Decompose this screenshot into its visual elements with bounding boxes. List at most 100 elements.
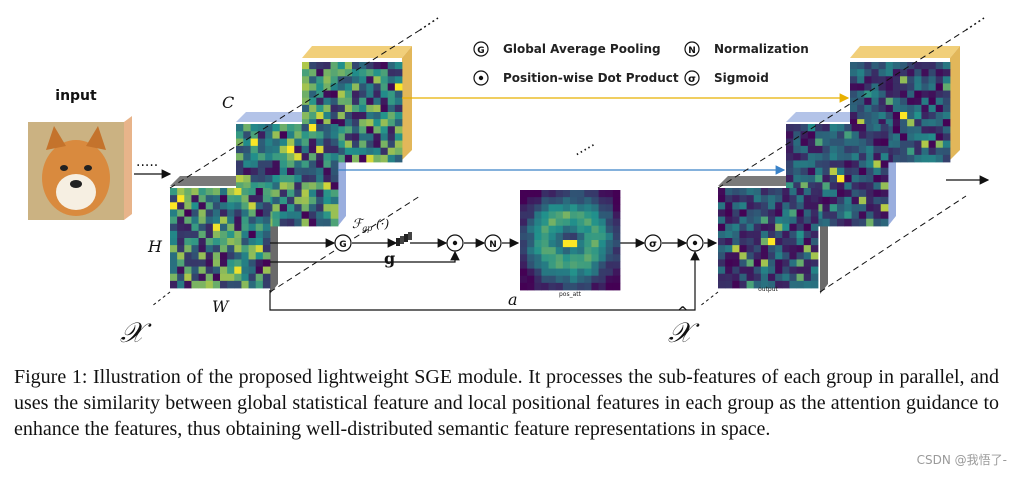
heatmap-cell xyxy=(555,261,564,269)
heatmap-cell xyxy=(605,282,614,291)
heatmap-cell xyxy=(294,153,302,161)
heatmap-cell xyxy=(555,218,564,227)
heatmap-cell xyxy=(520,197,528,205)
heatmap-cell xyxy=(768,188,776,196)
heatmap-cell xyxy=(935,69,944,77)
heatmap-cell xyxy=(873,167,882,176)
heatmap-cell xyxy=(612,232,621,241)
heatmap-cell xyxy=(598,261,607,269)
op-norm: N xyxy=(484,234,502,252)
heatmap-cell xyxy=(815,138,823,147)
heatmap-cell xyxy=(241,273,249,282)
heatmap-cell xyxy=(591,197,599,205)
legend-sigmoid-text: Sigmoid xyxy=(714,71,769,85)
heatmap-cell xyxy=(366,104,374,113)
heatmap-cell xyxy=(914,90,922,99)
heatmap-cell xyxy=(900,76,908,84)
heatmap-cell xyxy=(866,145,874,154)
heatmap-cell xyxy=(520,232,528,241)
heatmap-cell xyxy=(352,90,360,99)
heatmap-cell xyxy=(323,83,331,91)
heatmap-cell xyxy=(344,147,353,156)
heatmap-cell xyxy=(323,76,331,84)
heatmap-cell xyxy=(584,197,592,205)
heatmap-cell xyxy=(394,147,403,156)
heatmap-cell xyxy=(380,140,389,149)
heatmap-cell xyxy=(316,112,324,120)
heatmap-cell xyxy=(760,230,769,239)
heatmap-cell xyxy=(760,209,769,217)
heatmap-cell xyxy=(337,83,346,91)
heatmap-cell xyxy=(914,126,922,134)
heatmap-cell xyxy=(880,182,889,190)
heatmap-cell xyxy=(534,261,542,269)
heatmap-cell xyxy=(844,131,852,139)
heatmap-cell xyxy=(866,196,874,205)
heatmap-cell xyxy=(220,223,228,232)
heatmap-cell xyxy=(394,62,403,70)
heatmap-cell xyxy=(810,280,819,289)
heatmap-cell xyxy=(598,247,607,255)
heatmap-cell xyxy=(548,197,557,205)
heatmap-cell xyxy=(921,154,929,163)
heatmap-cell xyxy=(198,223,207,232)
heatmap-cell xyxy=(279,204,288,212)
heatmap-cell xyxy=(352,126,360,134)
heatmap-cell xyxy=(255,245,264,253)
heatmap-cell xyxy=(323,97,331,106)
heatmap-cell xyxy=(850,62,858,70)
heatmap-cell xyxy=(598,240,607,248)
heatmap-cell xyxy=(205,223,214,232)
heatmap-cell xyxy=(914,76,922,84)
heatmap-cell xyxy=(309,112,317,120)
heatmap-cell xyxy=(250,145,259,154)
heatmap-cell xyxy=(810,202,819,210)
heatmap-cell xyxy=(760,216,769,225)
heatmap-cell xyxy=(323,196,332,205)
heatmap-cell xyxy=(605,218,614,227)
heatmap-cell xyxy=(562,232,571,241)
heatmap-cell xyxy=(555,204,564,212)
heatmap-cell xyxy=(241,209,249,217)
heatmap-cell xyxy=(527,254,535,262)
heatmap-cell xyxy=(534,225,542,234)
g-label: g xyxy=(384,249,395,268)
heatmap-cell xyxy=(177,223,185,232)
heatmap-cell xyxy=(308,145,317,154)
heatmap-cell xyxy=(768,266,776,275)
heatmap-cell xyxy=(316,167,324,176)
heatmap-cell xyxy=(598,204,607,212)
heatmap-cell xyxy=(520,268,528,277)
heatmap-cell xyxy=(768,230,776,239)
heatmap-cell xyxy=(871,76,879,84)
heatmap-cell xyxy=(739,245,747,253)
heatmap-cell xyxy=(732,202,740,210)
heatmap-cell xyxy=(527,240,535,248)
heatmap-cell xyxy=(885,126,894,134)
heatmap-cell xyxy=(873,204,882,212)
heatmap-cell xyxy=(330,167,339,176)
heatmap-cell xyxy=(800,138,809,147)
heatmap-cell xyxy=(212,252,221,260)
heatmap-cell xyxy=(227,230,235,239)
heatmap-cell xyxy=(793,153,801,161)
heatmap-cell xyxy=(241,188,249,196)
heatmap-cell xyxy=(234,209,242,217)
heatmap-cell xyxy=(323,175,332,183)
heatmap-cell xyxy=(782,195,790,203)
heatmap-cell xyxy=(810,216,819,225)
heatmap-cell xyxy=(815,204,823,212)
heatmap-cell xyxy=(803,245,812,253)
heatmap-cell xyxy=(793,160,801,169)
heatmap-cell xyxy=(191,273,199,282)
heatmap-cell xyxy=(234,202,242,210)
heatmap-cell xyxy=(541,247,549,255)
heatmap-cell xyxy=(921,104,929,113)
heatmap-cell xyxy=(287,189,295,198)
heatmap-cell xyxy=(570,211,578,219)
heatmap-cell xyxy=(793,138,801,147)
heatmap-cell xyxy=(248,238,257,246)
heatmap-cell xyxy=(352,69,360,77)
heatmap-cell xyxy=(880,175,889,183)
heatmap-cell xyxy=(577,275,585,284)
